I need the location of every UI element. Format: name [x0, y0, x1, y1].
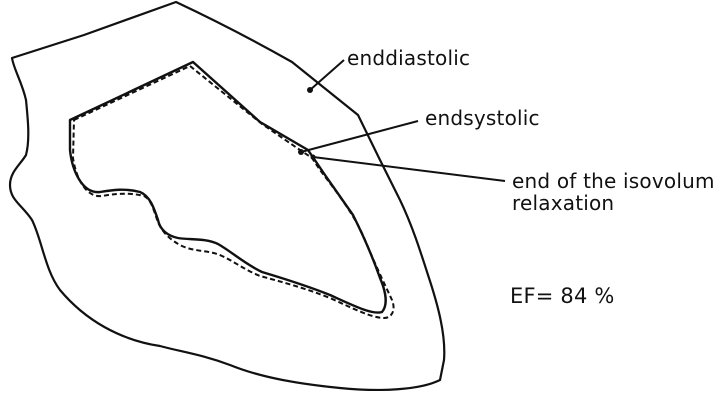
isovolumic-label-line2: relaxation: [512, 192, 614, 214]
ejection-fraction-label: EF= 84 %: [510, 285, 615, 307]
enddiastolic-leader: [310, 60, 344, 90]
endsystolic-label: endsystolic: [425, 107, 540, 129]
enddiastolic-label: enddiastolic: [347, 47, 470, 69]
endsystolic-leader: [301, 121, 418, 152]
isovolumic-label-line1: end of the isovolumic: [512, 170, 716, 192]
isovolumic-leader: [313, 157, 505, 181]
